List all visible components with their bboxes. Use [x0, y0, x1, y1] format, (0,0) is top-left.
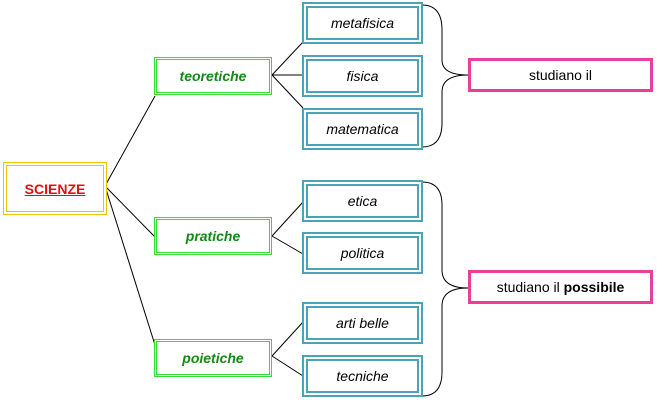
category-poietiche: poietiche — [154, 339, 272, 377]
studiano-text: studiano il possibile — [497, 279, 625, 295]
connector-poietiche-arti-belle — [271, 321, 304, 357]
category-teoretiche: teoretiche — [154, 57, 272, 95]
connector-pratiche-politica — [271, 235, 304, 255]
subject-label: fisica — [346, 68, 379, 84]
root-node-scienze: SCIENZE — [3, 162, 107, 215]
studiano-box-possibile: studiano il possibile — [468, 270, 653, 304]
studiano-box-teoretiche: studiano il — [468, 58, 653, 92]
brace-pratiche-poietiche — [421, 181, 469, 397]
connector-teoretiche-metafisica — [271, 41, 304, 76]
connector-pratiche-etica — [271, 201, 304, 237]
subject-label: matematica — [326, 121, 399, 137]
root-label: SCIENZE — [24, 180, 86, 197]
subject-etica: etica — [302, 180, 423, 222]
category-label: pratiche — [185, 228, 241, 244]
subject-label: etica — [347, 193, 378, 209]
subject-politica: politica — [302, 232, 423, 274]
studiano-emphasis: possibile — [563, 279, 625, 295]
category-label: teoretiche — [179, 68, 247, 84]
subject-metafisica: metafisica — [302, 2, 423, 44]
studiano-prefix: studiano il — [496, 279, 560, 295]
studiano-text: studiano il — [529, 67, 592, 83]
subject-label: arti belle — [336, 315, 389, 331]
category-pratiche: pratiche — [154, 217, 272, 255]
subject-matematica: matematica — [302, 108, 423, 150]
subject-fisica: fisica — [302, 55, 423, 97]
connector-root-pratiche — [104, 185, 156, 238]
subject-label: politica — [340, 245, 385, 261]
subject-tecniche: tecniche — [302, 355, 423, 397]
connector-root-teoretiche — [104, 95, 156, 187]
subject-label: tecniche — [336, 368, 389, 384]
subject-label: metafisica — [330, 15, 395, 31]
connector-root-poietiche — [104, 185, 156, 346]
connector-poietiche-tecniche — [271, 355, 304, 377]
brace-teoretiche — [421, 4, 469, 148]
connector-teoretiche-matematica — [271, 74, 304, 109]
studiano-prefix: studiano il — [528, 67, 593, 83]
category-label: poietiche — [182, 350, 244, 366]
subject-arti-belle: arti belle — [302, 302, 423, 344]
